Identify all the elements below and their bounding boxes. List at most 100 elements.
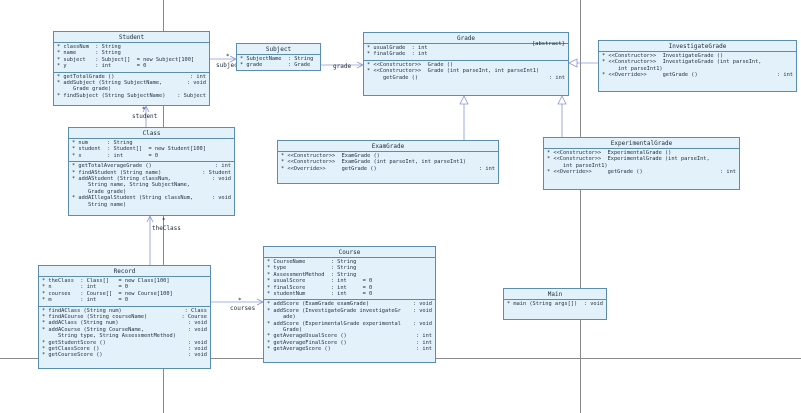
operation-row: * addScore (InvestigateGrade investigate…: [264, 308, 435, 314]
operation-text: Grade grade): [57, 86, 112, 93]
operation-text: getGrade (): [367, 74, 419, 81]
return-type: : Course: [181, 313, 207, 320]
operation-row: * <<Constructor>> InvestigateGrade (): [599, 53, 796, 59]
attribute-text: * m : int = 0: [42, 297, 129, 304]
attribute-text: * usualGrade : int: [367, 45, 428, 51]
operation-row: * addAIllegalStudent (String classNum, : …: [69, 195, 234, 201]
class-name: ExamGrade: [278, 141, 498, 152]
attribute-row: * CourseName : String: [264, 259, 435, 265]
class-name-text: ExamGrade: [371, 143, 405, 150]
operation-text: * <<Constructor>> InvestigateGrade (): [602, 53, 724, 59]
operation-row: * <<Override>> getGrade (): int: [278, 166, 498, 172]
operation-row: * getAverageUsualScore (): int: [264, 333, 435, 339]
attributes-section: * SubjectName : String* grade : Grade: [237, 55, 320, 71]
attribute-row: * x : int = 0: [69, 153, 234, 159]
operation-text: * getClassScore (): [42, 345, 100, 352]
return-type: : Student: [202, 169, 231, 176]
return-type: : void: [211, 195, 231, 202]
operation-text: * getTotalAverageGrade (): [72, 163, 152, 170]
attribute-row: * name : String: [54, 50, 209, 56]
operation-text: * addAIllegalStudent (String classNum,: [72, 195, 194, 202]
operation-row: * getClassScore () : void: [39, 346, 210, 352]
operation-text: * getTotalGrade (): [57, 73, 115, 80]
class-main[interactable]: Main* main (String args[]): void: [503, 288, 607, 320]
attribute-text: * usualScore : int = 0: [267, 278, 373, 285]
class-name: Grade{abstract}: [364, 33, 568, 47]
return-type: : int: [416, 333, 432, 340]
attribute-row: * num : String: [69, 140, 234, 146]
operation-text: * getStudentScore (): [42, 339, 106, 346]
operation-row: * getStudentScore (): void: [39, 340, 210, 346]
operation-row: getGrade () : int: [364, 75, 568, 81]
operation-row: * getCourseScore () : void: [39, 352, 210, 358]
class-grade[interactable]: Grade{abstract}* usualGrade : int* final…: [363, 32, 569, 96]
class-course[interactable]: Course* CourseName : String* type : Stri…: [263, 246, 436, 363]
class-subject[interactable]: Subject* SubjectName : String* grade : G…: [236, 43, 321, 71]
operation-row: * <<Constructor>> InvestigateGrade (int …: [599, 59, 796, 65]
attribute-row: * finalScore : int = 0: [264, 285, 435, 291]
operation-row: Grade grade): [69, 189, 234, 195]
operation-row: String name): [69, 202, 234, 208]
label-subject-role: subject: [216, 62, 242, 69]
operation-text: ade): [267, 314, 296, 321]
class-name-text: Grade: [456, 35, 476, 42]
page-guide-vertical-right: [580, 0, 581, 413]
class-record[interactable]: Record* theClass : Class[] = new Class[1…: [38, 265, 211, 369]
class-name: ExperimentalGrade: [544, 138, 739, 149]
attributes-section: * CourseName : String* type : String* As…: [264, 258, 435, 301]
operation-text: * main (String args[]): [507, 301, 578, 307]
attribute-text: * classNum : String: [57, 44, 121, 50]
label-courses-multiplicity: *: [238, 297, 242, 304]
operation-row: String type, String AssessmentMethod): [39, 333, 210, 339]
operation-row: * findAClass (String num): Class: [39, 308, 210, 314]
operation-row: int parseInt1): [544, 163, 739, 169]
class-name-text: ExperimentalGrade: [610, 140, 673, 147]
attribute-text: * subject : Subject[] = new Subject[100]: [57, 56, 195, 63]
return-type: : void: [187, 345, 207, 352]
attribute-row: * type : String: [264, 265, 435, 271]
attribute-row: * usualScore : int = 0: [264, 278, 435, 284]
attribute-text: * CourseName : String: [267, 259, 357, 265]
operation-row: * findACourse (String courseName): Cours…: [39, 314, 210, 320]
arrowhead-student: [142, 105, 150, 113]
return-type: : int: [215, 163, 231, 170]
attribute-text: * courses : Course[] = new Course[100]: [42, 290, 173, 297]
attribute-text: * finalScore : int = 0: [267, 284, 373, 291]
class-name: InvestigateGrade: [599, 41, 796, 52]
operation-row: * <<Constructor>> ExamGrade (): [278, 153, 498, 159]
return-type: : void: [211, 175, 231, 182]
operations-section: * getTotalGrade (): int* addSubject (Str…: [54, 73, 209, 102]
return-type: : int: [777, 72, 793, 79]
return-type: : void: [412, 301, 432, 308]
class-name-text: Main: [547, 291, 563, 298]
operation-row: Grade): [264, 327, 435, 333]
return-type: : void: [412, 320, 432, 327]
class-name: Student: [54, 32, 209, 43]
attribute-row: * student : Student[] = new Student[100]: [69, 146, 234, 152]
attribute-text: * name : String: [57, 50, 121, 57]
return-type: : void: [187, 352, 207, 359]
return-type: : int: [549, 74, 565, 81]
class-class[interactable]: Class* num : String* student : Student[]…: [68, 127, 235, 216]
attribute-row: * finalGrade : int: [364, 51, 568, 57]
attribute-row: * classNum : String: [54, 44, 209, 50]
return-type: : int: [190, 73, 206, 80]
attribute-text: * theClass : Class[] = new Class[100]: [42, 278, 170, 284]
label-subject-multiplicity: *: [226, 53, 230, 60]
class-experimental-grade[interactable]: ExperimentalGrade * <<Constructor>> Exper…: [543, 137, 740, 190]
attribute-row: * studentNum : int = 0: [264, 291, 435, 297]
operation-text: int parseInt1): [602, 65, 663, 72]
label-courses-role: courses: [230, 305, 256, 312]
operation-row: * getTotalAverageGrade () : int: [69, 163, 234, 169]
operation-text: * getCourseScore (): [42, 352, 103, 359]
operations-section: * <<Constructor>> InvestigateGrade ()* <…: [599, 52, 796, 81]
class-exam-grade[interactable]: ExamGrade * <<Constructor>> ExamGrade () *…: [277, 140, 499, 184]
class-investigate-grade[interactable]: InvestigateGrade* <<Constructor>> Invest…: [598, 40, 797, 92]
operations-section: * getTotalAverageGrade (): int* findAStu…: [69, 162, 234, 210]
operation-row: * addACourse (String CourseName,: void: [39, 327, 210, 333]
class-student[interactable]: Student* classNum : String* name : Strin…: [53, 31, 210, 106]
return-type: : void: [187, 320, 207, 327]
operation-row: * <<Constructor>> Grade (): [364, 62, 568, 68]
operation-text: * <<Constructor>> ExperimentalGrade (int…: [547, 156, 710, 163]
operation-text: String type, String AssessmentMethod): [42, 333, 176, 340]
